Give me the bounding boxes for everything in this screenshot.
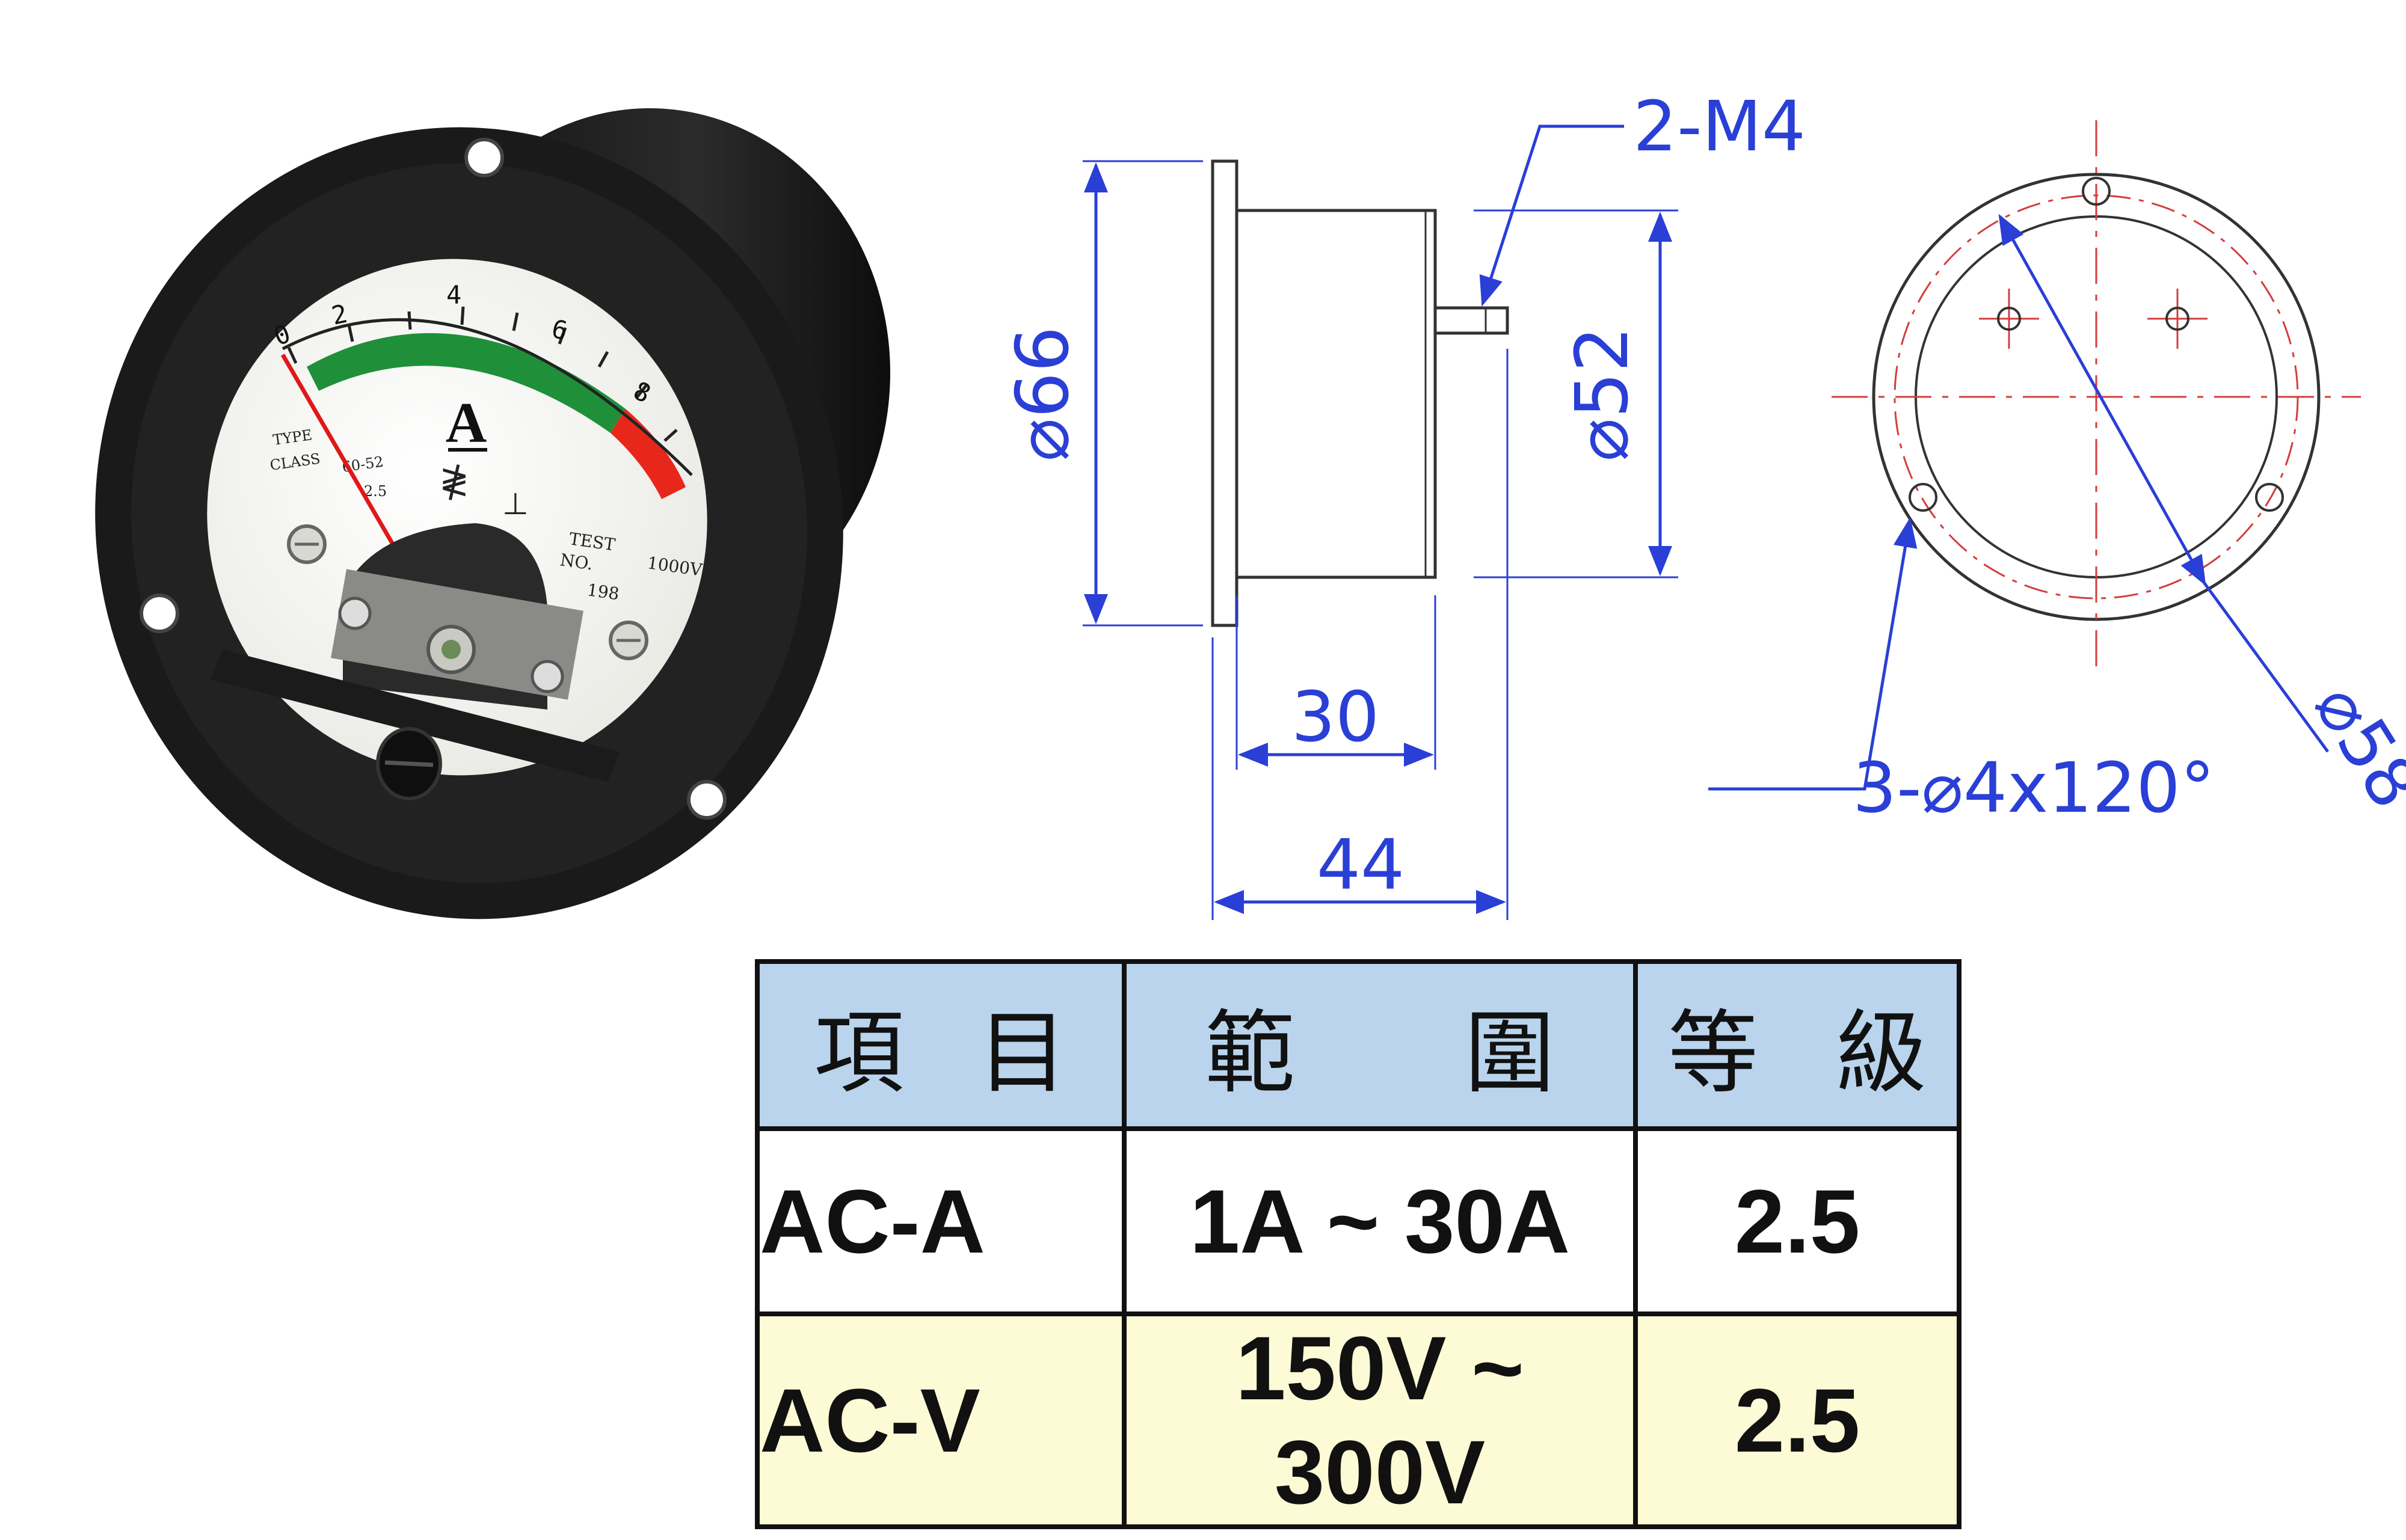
scale-label-4: 4 xyxy=(446,280,461,310)
table-row: AC-A 1A ~ 30A 2.5 xyxy=(755,1126,1961,1316)
row-ac-v-range: 150V ~ 300V xyxy=(1122,1311,1638,1529)
header-class-char-2: 級 xyxy=(1836,1001,1927,1106)
dim-depth: 30 xyxy=(1291,677,1379,758)
header-range-char-1: 範 xyxy=(1205,1001,1296,1106)
bracket-screw-left xyxy=(338,597,372,630)
spec-table: 項 目 範 圍 等 級 AC-A 1A ~ 30A 2.5 AC-V 150V … xyxy=(755,959,1961,1529)
rear-mount-hole-3 xyxy=(2255,483,2284,512)
scale-green-band xyxy=(307,333,626,433)
row-ac-a-range: 1A ~ 30A xyxy=(1122,1126,1638,1316)
mounting-hole-left xyxy=(140,594,179,633)
header-item-char-2: 目 xyxy=(977,1001,1068,1106)
bracket-screw-right xyxy=(531,660,564,693)
dim-body-diameter: ⌀52 xyxy=(1561,327,1645,462)
side-view-drawing: ⌀66 ⌀52 30 44 2-M4 xyxy=(1001,87,1806,920)
flange-outline xyxy=(1211,159,1238,627)
body-outline xyxy=(1235,209,1437,579)
dim-total-depth: 44 xyxy=(1317,825,1405,906)
table-row: AC-V 150V ~ 300V 2.5 xyxy=(755,1311,1961,1529)
dim-line-58 xyxy=(1998,213,2206,586)
rear-mount-hole-2 xyxy=(1909,483,1937,512)
bezel-lip xyxy=(211,649,620,782)
vertical-position-symbol: ⊥ xyxy=(502,486,529,521)
leader-stud xyxy=(1479,124,1624,307)
meter-test-no: 198 xyxy=(586,580,621,604)
header-class-char-1: 等 xyxy=(1668,1001,1759,1106)
header-range-char-2: 圍 xyxy=(1464,1001,1555,1106)
row-ac-v-item: AC-V xyxy=(755,1311,1127,1529)
header-class: 等 級 xyxy=(1633,959,1961,1131)
scale-red-band xyxy=(611,409,686,499)
header-item-char-1: 項 xyxy=(814,1001,905,1106)
rear-mount-hole-1 xyxy=(2082,177,2111,206)
hole-label: 3-⌀4x120° xyxy=(1853,748,2215,829)
rear-view-drawing: ⌀58 3-⌀4x120° xyxy=(1708,120,2406,829)
dim-bolt-circle: ⌀58 xyxy=(2298,670,2406,823)
header-range: 範 圍 xyxy=(1122,959,1638,1131)
meter-unit: A xyxy=(446,391,487,455)
row-ac-a-class: 2.5 xyxy=(1633,1126,1961,1316)
mounting-hole-top xyxy=(464,138,504,177)
dim-outer-diameter: ⌀66 xyxy=(1001,327,1085,462)
header-item: 項 目 xyxy=(755,959,1127,1131)
meter-photo: 0 2 4 6 8 A TYPE CLASS 60-52 2.5 ≹ ⊥ TES… xyxy=(95,108,890,919)
meter-no-label: NO. xyxy=(559,550,594,574)
row-ac-a-item: AC-A xyxy=(755,1126,1127,1316)
leader-holes xyxy=(1844,517,1918,791)
meter-needle xyxy=(280,354,414,578)
terminal-stud xyxy=(1433,306,1509,335)
table-header-row: 項 目 範 圍 等 級 xyxy=(755,959,1961,1131)
moving-iron-symbol: ≹ xyxy=(439,460,469,502)
row-ac-v-class: 2.5 xyxy=(1633,1311,1961,1529)
mounting-hole-right xyxy=(687,780,727,820)
stud-label: 2-M4 xyxy=(1633,87,1806,167)
